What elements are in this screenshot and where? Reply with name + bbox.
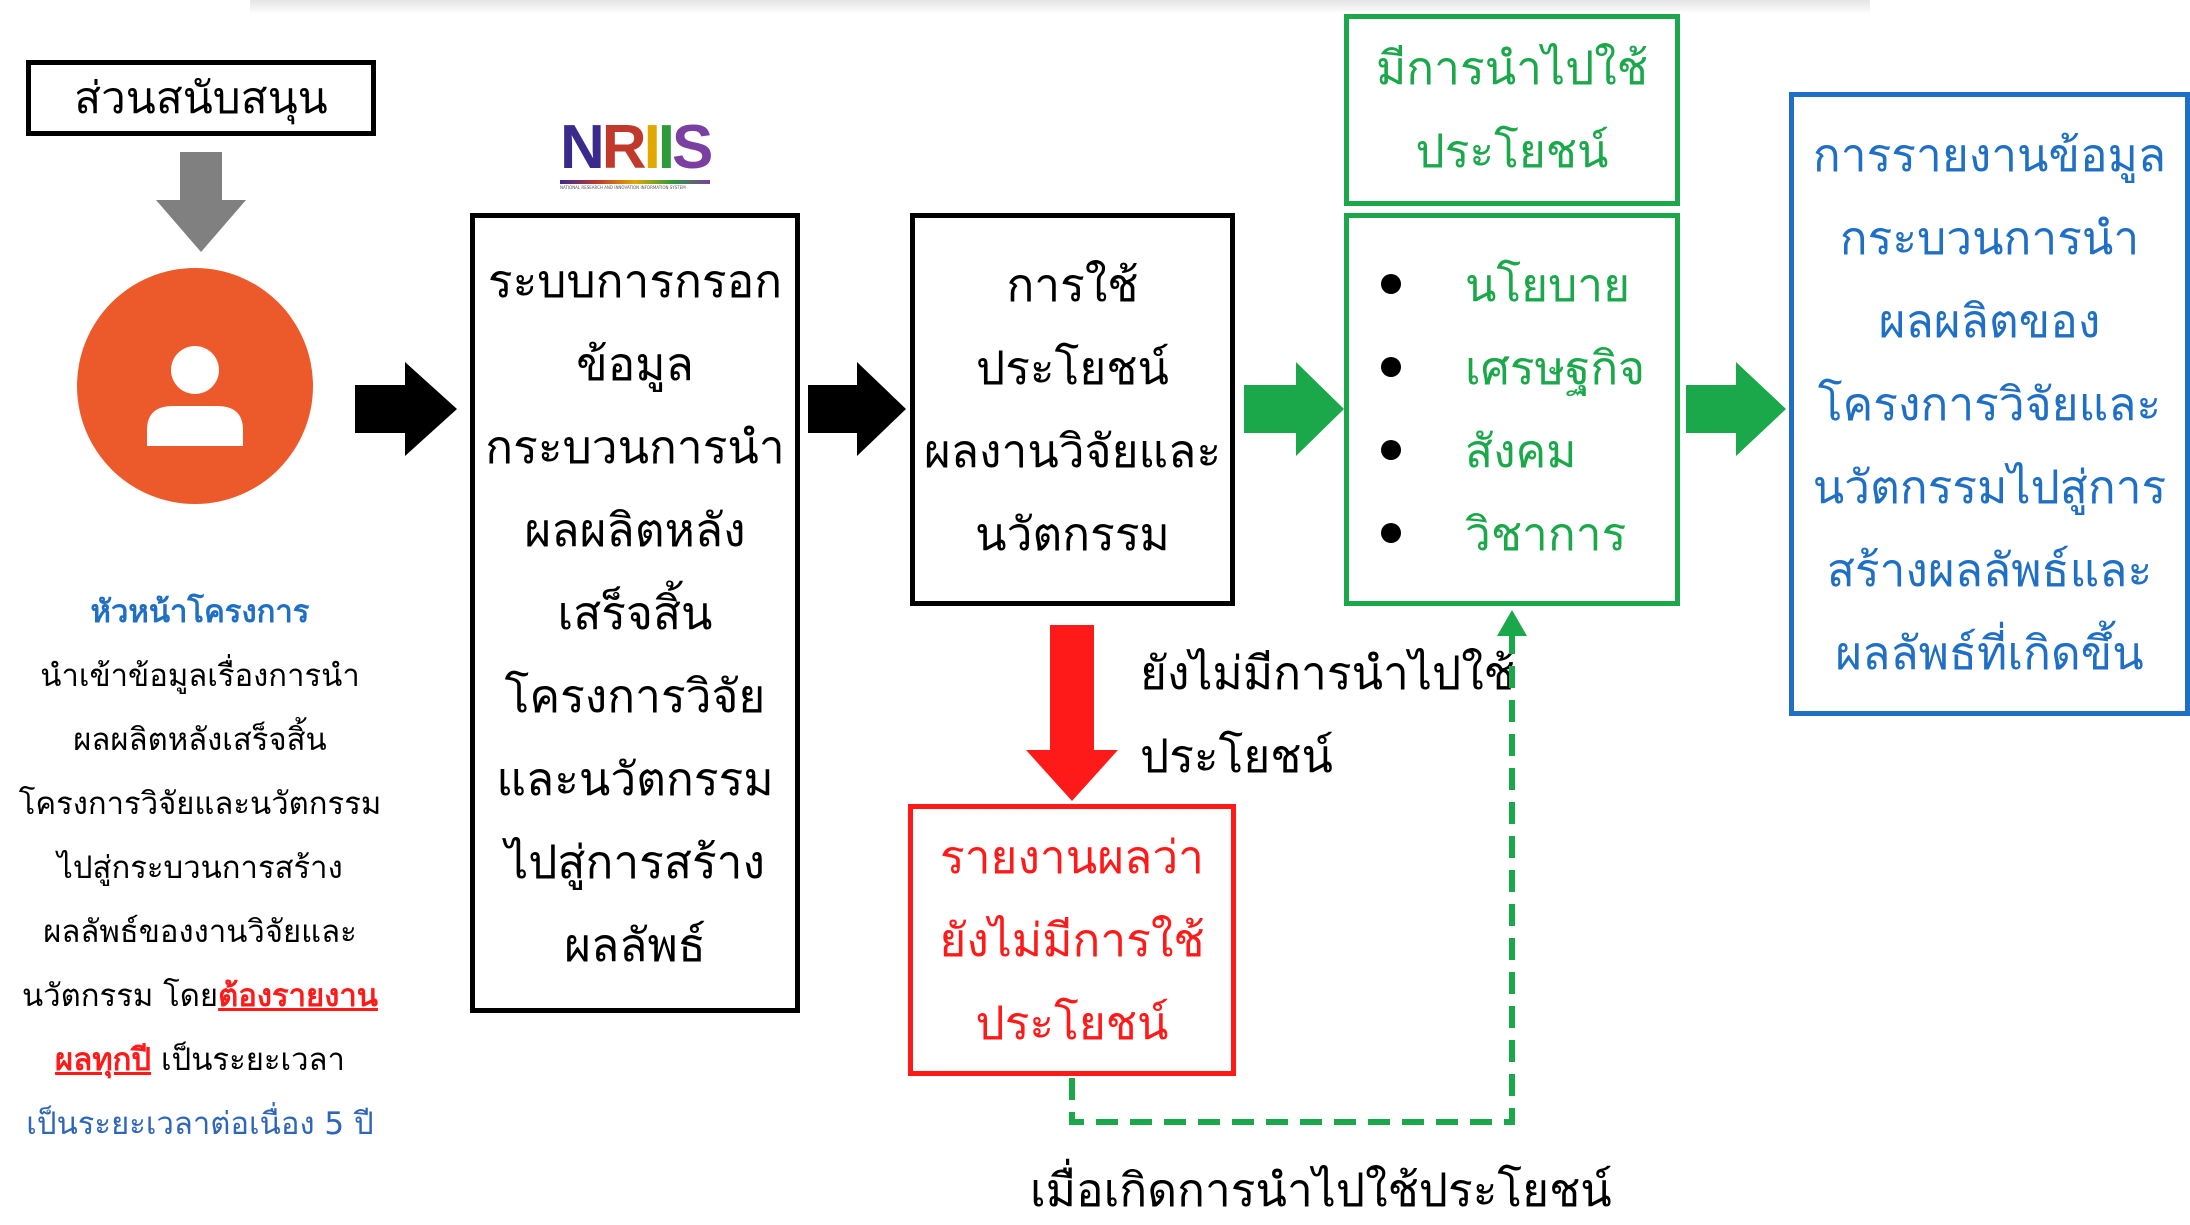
list-item: เศรษฐกิจ bbox=[1349, 327, 1675, 410]
used-header-line: ประโยชน์ bbox=[1415, 124, 1609, 178]
category-label: นโยบาย bbox=[1465, 257, 1631, 312]
utilization-line: นวัตกรรม bbox=[975, 506, 1170, 561]
person-icon bbox=[147, 346, 243, 446]
system-line: ไปสู่การสร้าง bbox=[505, 834, 765, 889]
leader-line: ไปสู่กระบวนการสร้าง bbox=[57, 850, 343, 886]
bullet-icon bbox=[1381, 522, 1401, 543]
report-line: การรายงานข้อมูล bbox=[1812, 127, 2167, 182]
list-item: วิชาการ bbox=[1349, 493, 1675, 576]
project-leader-description: หัวหน้าโครงการ นำเข้าข้อมูลเรื่องการนำ ผ… bbox=[0, 580, 400, 1156]
report-line: โครงการวิจัยและ bbox=[1817, 376, 2162, 431]
bullet-icon bbox=[1381, 273, 1401, 294]
report-line: ผลลัพธ์ที่เกิดขึ้น bbox=[1835, 625, 2144, 680]
system-line: ระบบการกรอก bbox=[487, 253, 783, 308]
leader-emphasis: ผลทุกปี bbox=[55, 1042, 152, 1078]
leader-duration: เป็นระยะเวลาต่อเนื่อง 5 ปี bbox=[26, 1106, 374, 1142]
leader-line: ผลทุกปี เป็นระยะเวลา bbox=[0, 1028, 400, 1092]
system-line: ผลผลิตหลัง bbox=[524, 502, 746, 557]
nriis-logo: NRIIS NATIONAL RESEARCH AND INNOVATION I… bbox=[560, 113, 720, 190]
not-used-line: ประโยชน์ bbox=[1140, 729, 1333, 783]
green-right-arrow-icon bbox=[1244, 362, 1344, 456]
system-line: ผลลัพธ์ bbox=[564, 917, 706, 972]
green-dashed-feedback-line bbox=[1069, 632, 1515, 1125]
utilization-line: ผลงานวิจัยและ bbox=[923, 423, 1222, 478]
report-line: กระบวนการนำ bbox=[1839, 210, 2140, 265]
black-right-arrow-icon bbox=[355, 362, 457, 456]
utilization-line: การใช้ bbox=[1006, 257, 1139, 312]
report-line: ผลผลิตของ bbox=[1878, 293, 2101, 348]
category-label: เศรษฐกิจ bbox=[1465, 340, 1646, 395]
leader-line: โครงการวิจัยและนวัตกรรม bbox=[18, 786, 382, 822]
category-label: วิชาการ bbox=[1465, 506, 1627, 561]
used-categories-box: นโยบาย เศรษฐกิจ สังคม วิชาการ bbox=[1344, 213, 1680, 606]
gray-down-arrow-icon bbox=[156, 152, 246, 252]
leader-title: หัวหน้าโครงการ bbox=[90, 594, 310, 630]
green-up-arrowhead-icon bbox=[1497, 610, 1527, 636]
leader-line: ผลผลิตหลังเสร็จสิ้น bbox=[73, 722, 327, 758]
system-line: ข้อมูล bbox=[576, 336, 694, 391]
green-right-arrow-icon bbox=[1686, 362, 1786, 456]
not-used-report-line: ประโยชน์ bbox=[975, 995, 1169, 1050]
support-box: ส่วนสนับสนุน bbox=[26, 60, 376, 136]
list-item: สังคม bbox=[1349, 410, 1675, 493]
utilization-box: การใช้ ประโยชน์ ผลงานวิจัยและ นวัตกรรม bbox=[910, 213, 1235, 606]
bullet-icon bbox=[1381, 439, 1401, 460]
leader-text: นวัตกรรม โดย bbox=[22, 978, 219, 1014]
leader-line: นำเข้าข้อมูลเรื่องการนำ bbox=[40, 658, 360, 694]
not-used-report-line: รายงานผลว่า bbox=[939, 829, 1205, 884]
list-item: นโยบาย bbox=[1349, 244, 1675, 327]
not-used-label: ยังไม่มีการนำไปใช้ ประโยชน์ bbox=[1140, 632, 1515, 798]
system-line: และนวัตกรรม bbox=[496, 751, 774, 806]
report-line: สร้างผลลัพธ์และ bbox=[1826, 542, 2153, 597]
used-header-line: มีการนำไปใช้ bbox=[1375, 41, 1648, 95]
nriis-system-box: ระบบการกรอก ข้อมูล กระบวนการนำ ผลผลิตหลั… bbox=[470, 213, 800, 1013]
when-used-label: เมื่อเกิดการนำไปใช้ประโยชน์ bbox=[1030, 1163, 1612, 1217]
not-used-line: ยังไม่มีการนำไปใช้ bbox=[1140, 646, 1515, 700]
nriis-logo-text: NRIIS bbox=[560, 113, 713, 182]
used-header-box: มีการนำไปใช้ ประโยชน์ bbox=[1344, 14, 1680, 206]
category-label: สังคม bbox=[1465, 423, 1577, 478]
support-label: ส่วนสนับสนุน bbox=[74, 73, 328, 124]
not-used-report-box: รายงานผลว่า ยังไม่มีการใช้ ประโยชน์ bbox=[908, 804, 1236, 1076]
system-line: เสร็จสิ้น bbox=[557, 585, 713, 640]
nriis-logo-subtext: NATIONAL RESEARCH AND INNOVATION INFORMA… bbox=[560, 185, 686, 190]
leader-line: ผลลัพธ์ของงานวิจัยและ bbox=[43, 914, 357, 950]
bullet-icon bbox=[1381, 356, 1401, 377]
red-down-arrow-icon bbox=[1026, 625, 1118, 801]
system-line: โครงการวิจัย bbox=[504, 668, 766, 723]
top-shadow-band bbox=[250, 0, 1870, 14]
report-box: การรายงานข้อมูล กระบวนการนำ ผลผลิตของ โค… bbox=[1789, 92, 2190, 716]
nriis-logo-underline bbox=[560, 180, 710, 184]
not-used-report-line: ยังไม่มีการใช้ bbox=[939, 912, 1205, 967]
leader-emphasis: ต้องรายงาน bbox=[218, 978, 378, 1014]
report-line: นวัตกรรมไปสู่การ bbox=[1812, 459, 2167, 514]
leader-line: นวัตกรรม โดยต้องรายงาน bbox=[0, 964, 400, 1028]
utilization-line: ประโยชน์ bbox=[976, 340, 1169, 395]
leader-text: เป็นระยะเวลา bbox=[151, 1042, 345, 1078]
system-line: กระบวนการนำ bbox=[485, 419, 785, 474]
project-leader-avatar bbox=[77, 268, 313, 504]
black-right-arrow-icon bbox=[808, 362, 906, 456]
used-categories-list: นโยบาย เศรษฐกิจ สังคม วิชาการ bbox=[1349, 244, 1675, 576]
